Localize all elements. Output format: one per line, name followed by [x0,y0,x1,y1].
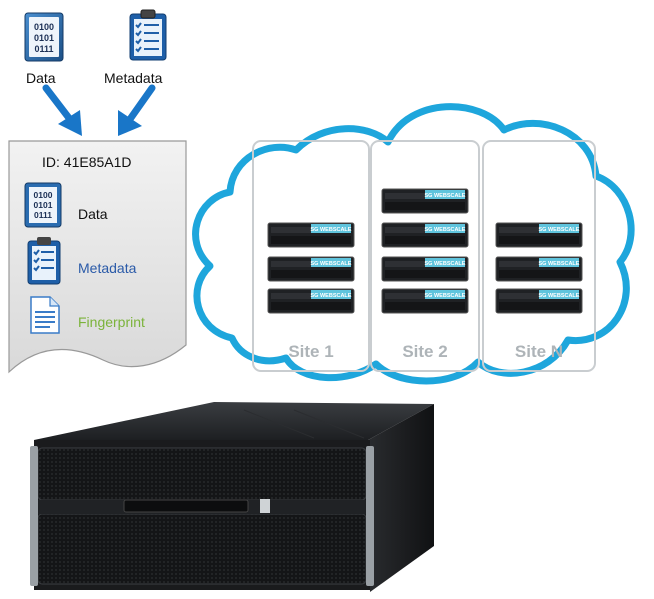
metadata-input-icon [128,8,168,62]
node-badge: SG WEBSCALE [311,227,352,233]
storage-node-icon: SG WEBSCALE [381,256,469,282]
metadata-arrow [118,84,156,136]
data-input-icon: 0100 0101 0111 [24,12,64,62]
node-badge: SG WEBSCALE [539,261,580,267]
node-badge: SG WEBSCALE [539,227,580,233]
data-arrow [42,84,82,136]
binary-line: 0100 [34,22,54,32]
object-id: ID: 41E85A1D [42,154,132,170]
node-badge: SG WEBSCALE [425,193,466,199]
node-badge: SG WEBSCALE [311,261,352,267]
data-binary-icon: 0100 0101 0111 [24,182,62,228]
site-box [370,140,480,372]
site-label: Site 2 [402,342,448,361]
storage-appliance-icon [14,396,438,594]
binary-line: 0100 [34,190,53,200]
storage-node-icon: SG WEBSCALE [495,288,583,314]
clipboard-checklist-icon [26,236,62,286]
storage-node-icon: SG WEBSCALE [267,256,355,282]
storage-node-icon: SG WEBSCALE [495,256,583,282]
site-box [252,140,370,372]
storage-node-icon: SG WEBSCALE [267,288,355,314]
storage-node-icon: SG WEBSCALE [381,222,469,248]
document-metadata-label: Metadata [78,260,137,276]
node-badge: SG WEBSCALE [539,293,580,299]
data-input-label: Data [26,70,56,86]
site-label: Site 1 [288,342,334,361]
binary-line: 0101 [34,200,53,210]
node-badge: SG WEBSCALE [425,293,466,299]
site-label: Site N [514,342,564,361]
storage-node-icon: SG WEBSCALE [267,222,355,248]
node-badge: SG WEBSCALE [425,261,466,267]
document-data-label: Data [78,206,108,222]
storage-node-icon: SG WEBSCALE [381,288,469,314]
binary-line: 0111 [34,44,53,54]
object-document: ID: 41E85A1D 0100 0101 0111 Data Metadat… [8,140,188,378]
node-badge: SG WEBSCALE [425,227,466,233]
metadata-input-label: Metadata [104,70,163,86]
storage-node-icon: SG WEBSCALE [381,188,469,214]
binary-line: 0101 [34,33,54,43]
storage-node-icon: SG WEBSCALE [495,222,583,248]
document-fingerprint-label: Fingerprint [78,314,145,330]
site-box [482,140,596,372]
binary-line: 0111 [34,210,52,220]
text-document-icon [30,296,60,334]
node-badge: SG WEBSCALE [311,293,352,299]
